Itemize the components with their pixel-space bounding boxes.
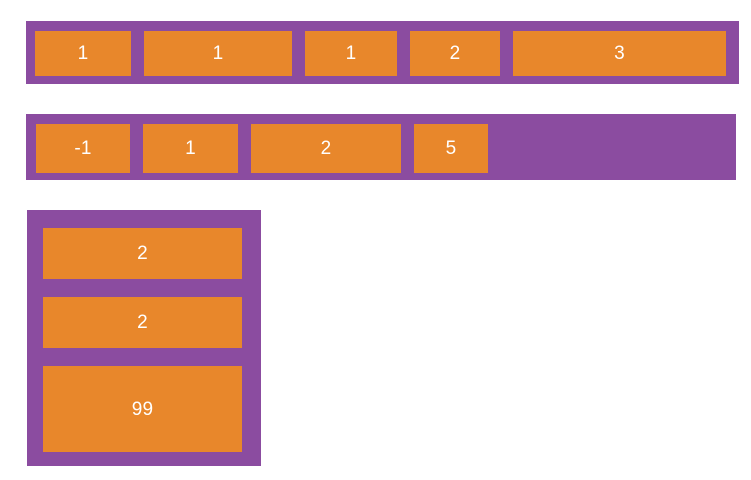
array-cell: 2	[410, 31, 500, 76]
array-row-2-container: -1 1 2 5	[26, 114, 736, 180]
array-cell: 1	[305, 31, 397, 76]
array-cell: 2	[251, 124, 401, 173]
array-row-1-container: 1 1 1 2 3	[26, 21, 739, 84]
array-cell: 1	[144, 31, 292, 76]
array-cell: 1	[35, 31, 131, 76]
array-cell: 2	[43, 228, 242, 279]
array-cell: 5	[414, 124, 488, 173]
array-cell: 3	[513, 31, 726, 76]
array-column-3-container: 2 2 99	[27, 210, 261, 466]
array-cell: 99	[43, 366, 242, 452]
array-cell: 1	[143, 124, 238, 173]
array-cell: -1	[36, 124, 130, 173]
array-cell: 2	[43, 297, 242, 348]
